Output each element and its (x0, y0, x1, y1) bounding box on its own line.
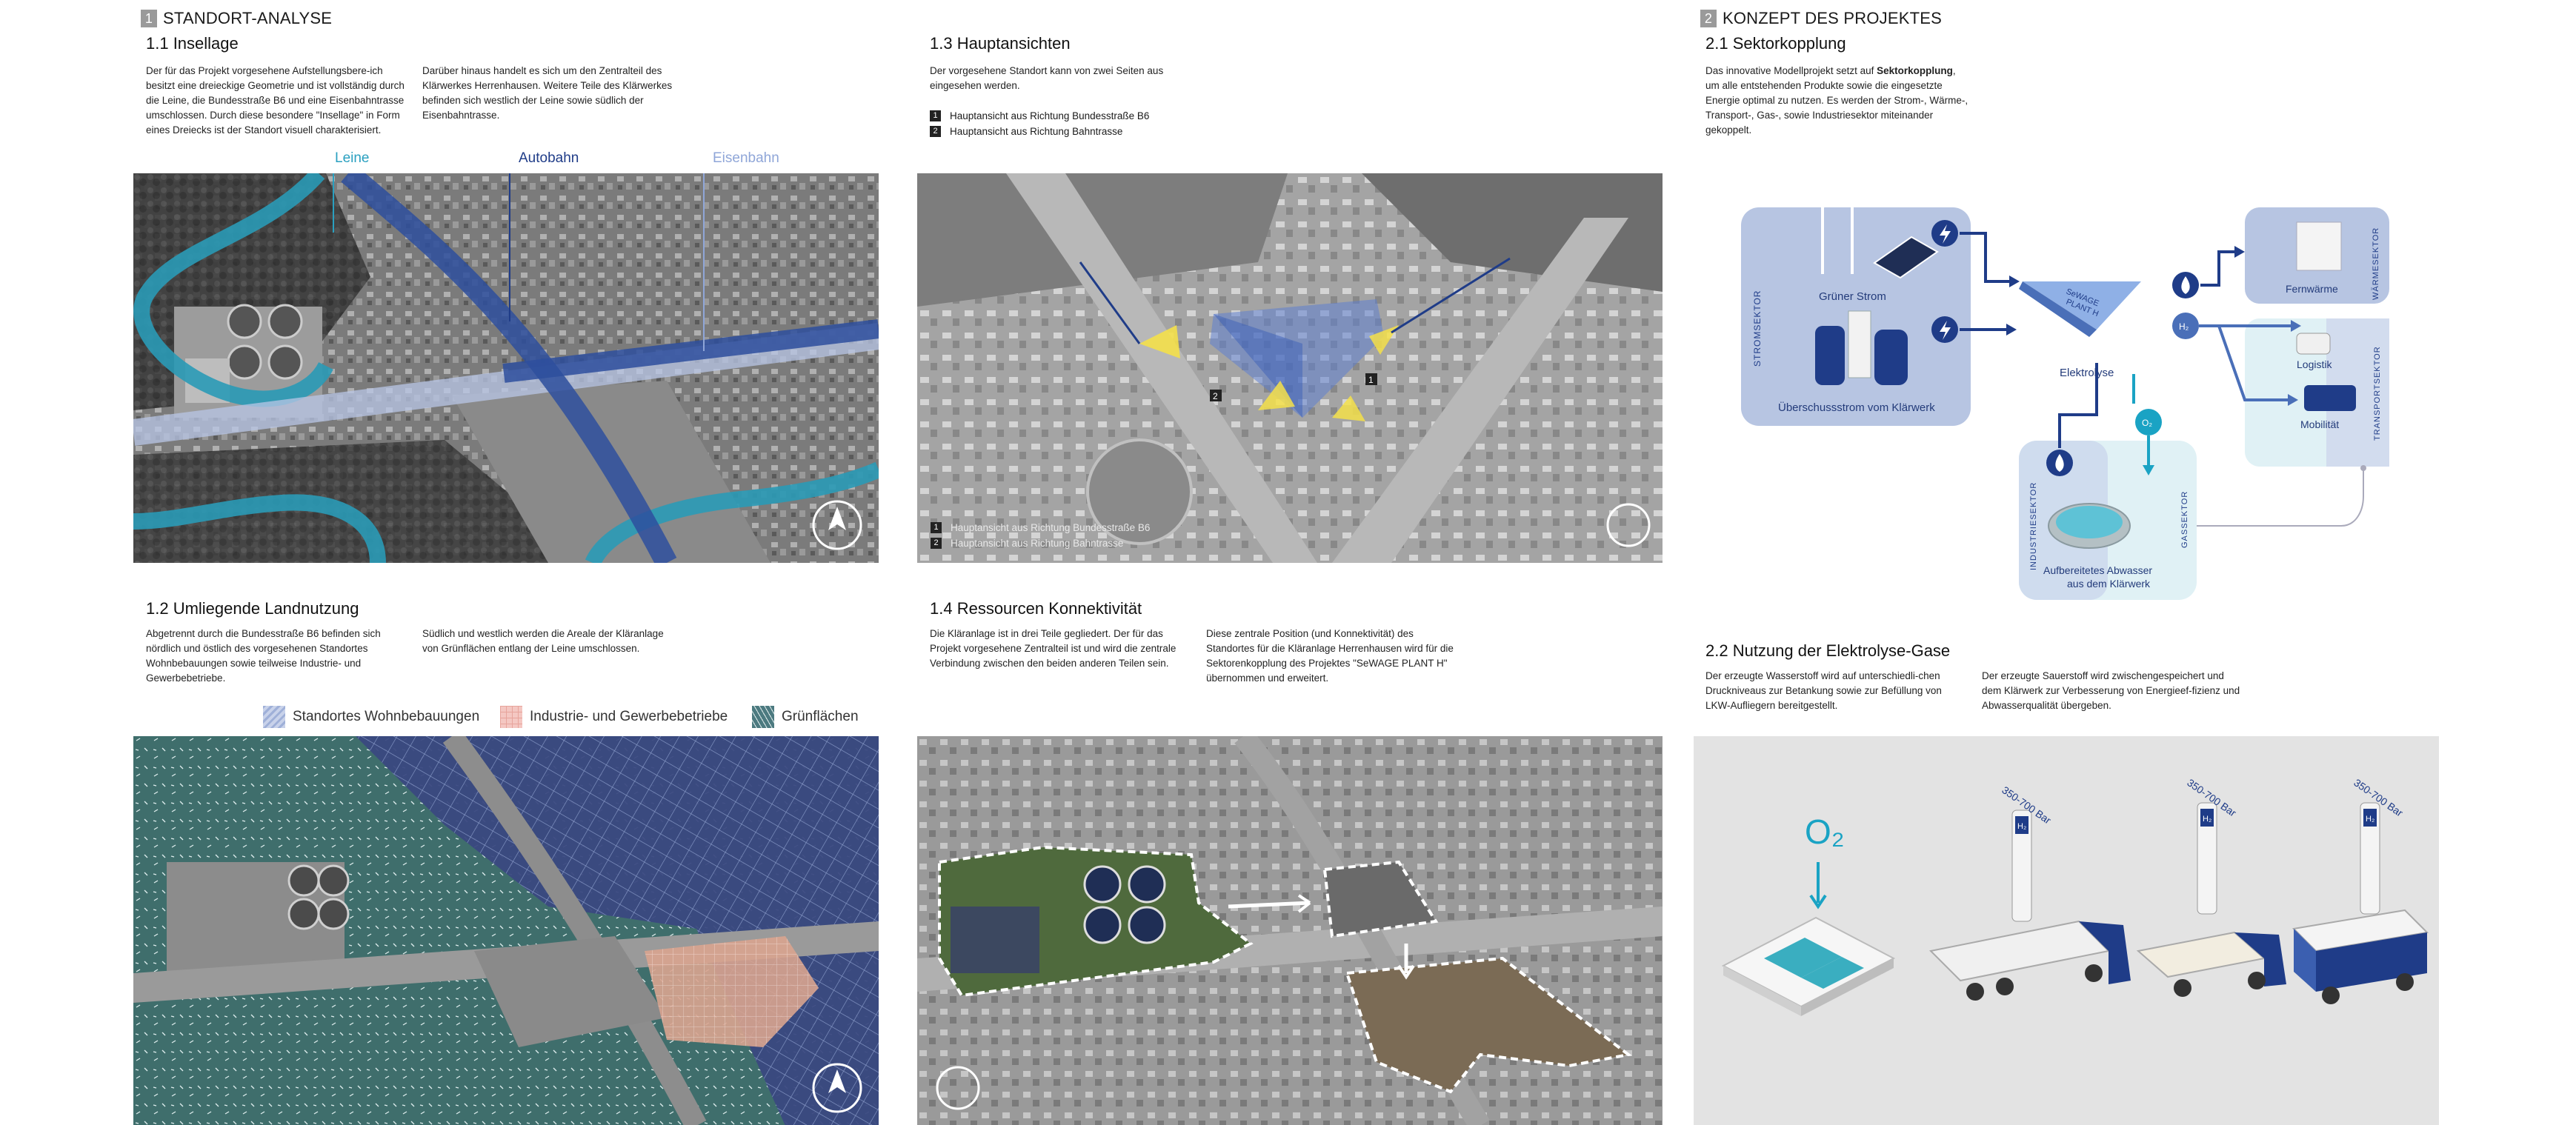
view-number: 1 (930, 110, 941, 121)
label-o2: O₂ (2142, 418, 2152, 428)
text-2-2-col1: Der erzeugte Wasserstoff wird auf unters… (1705, 670, 1942, 711)
section-2-header: 2 KONZEPT DES PROJEKTES (1700, 9, 1942, 28)
view-number: 2 (931, 538, 942, 549)
section-1-header: 1 STANDORT-ANALYSE (141, 9, 332, 28)
view-number: 1 (931, 522, 942, 533)
view-number: 2 (930, 126, 941, 137)
label-waermesektor: WÄRMESEKTOR (2372, 227, 2380, 300)
label-logistik: Logistik (2297, 358, 2332, 370)
view-label: Hauptansicht aus Richtung Bundesstraße B… (950, 110, 1150, 121)
text-part: , um alle entstehenden Produkte sowie di… (1705, 65, 1968, 136)
text-1-2-col2: Südlich und westlich werden die Areale d… (422, 628, 664, 654)
text-1-4-col1: Die Kläranlage ist in drei Teile geglied… (930, 628, 1176, 669)
label-stromsektor: STROMSEKTOR (1752, 290, 1763, 367)
text-2-1: Das innovative Modellprojekt setzt auf S… (1705, 64, 1972, 138)
label-gassektor: GASSEKTOR (2180, 491, 2189, 548)
label-eisenbahn: Eisenbahn (713, 150, 779, 166)
legend-swatch-gruen (752, 706, 774, 728)
sektorkopplung-diagram: STROMSEKTOR Grüner Strom Überschussstrom… (1734, 178, 2400, 607)
label-leine: Leine (335, 150, 370, 166)
label-mobilitaet: Mobilität (2300, 418, 2339, 430)
text-1-1-col1: Der für das Projekt vorgesehene Aufstell… (146, 65, 405, 136)
section-number: 2 (1700, 10, 1717, 27)
view-label: Hauptansicht aus Richtung Bahntrasse (950, 126, 1123, 137)
legend-label: Grünflächen (782, 709, 859, 724)
h2-label-3: H₂ (2366, 815, 2374, 824)
text-part: Das innovative Modellprojekt setzt auf (1705, 65, 1877, 76)
section-number: 1 (141, 10, 157, 27)
label-elektrolyse: Elektrolyse (2060, 367, 2114, 379)
views-list: 1 Hauptansicht aus Richtung Bundesstraße… (930, 108, 1149, 139)
list-item: 2 Hauptansicht aus Richtung Bahntrasse (931, 535, 1150, 551)
legend-gruenflaechen: Grünflächen (752, 706, 859, 728)
label-o2: O₂ (1805, 812, 1845, 851)
label-autobahn: Autobahn (519, 150, 579, 166)
label-gruener-strom: Grüner Strom (1819, 290, 1886, 303)
text-1-1-col2: Darüber hinaus handelt es sich um den Ze… (422, 65, 673, 121)
heading-1-1: 1.1 Insellage (146, 34, 239, 53)
label-transportsektor: TRANSPORTSEKTOR (2373, 346, 2382, 441)
section-title: KONZEPT DES PROJEKTES (1723, 9, 1942, 27)
text-1-4-col2: Diese zentrale Position (und Konnektivit… (1206, 628, 1454, 684)
label-abwasser-1: Aufbereitetes Abwasser (2043, 564, 2152, 576)
heading-2-2: 2.2 Nutzung der Elektrolyse-Gase (1705, 641, 1951, 660)
label-abwasser-2: aus dem Klärwerk (2067, 578, 2151, 590)
list-item: 1 Hauptansicht aus Richtung Bundesstraße… (931, 520, 1150, 535)
text-bold: Sektorkopplung (1877, 65, 1953, 76)
map-konnektivitaet (917, 736, 1663, 1125)
text-2-2-col2: Der erzeugte Sauerstoff wird zwischenges… (1982, 670, 2240, 711)
label-h2: H₂ (2179, 321, 2189, 332)
svg-text:2: 2 (1213, 391, 1218, 401)
heading-1-2: 1.2 Umliegende Landnutzung (146, 599, 359, 618)
label-ueberschuss: Überschussstrom vom Klärwerk (1778, 401, 1935, 414)
legend-industrie: Industrie- und Gewerbebetriebe (500, 706, 728, 728)
legend-swatch-wohn (263, 706, 285, 728)
text-1-3: Der vorgesehene Standort kann von zwei S… (930, 65, 1164, 91)
heading-2-1: 2.1 Sektorkopplung (1705, 34, 1846, 53)
legend-label: Standortes Wohnbebauungen (293, 709, 480, 724)
section-title: STANDORT-ANALYSE (163, 9, 333, 27)
view-label: Hauptansicht aus Richtung Bundesstraße B… (951, 522, 1151, 533)
svg-text:1: 1 (1368, 375, 1374, 385)
text-1-2-col1: Abgetrennt durch die Bundesstraße B6 bef… (146, 628, 381, 684)
h2-label-2: H₂ (2203, 815, 2211, 824)
view-label: Hauptansicht aus Richtung Bahntrasse (951, 538, 1124, 549)
views-list-overlay: 1 Hauptansicht aus Richtung Bundesstraße… (931, 520, 1150, 551)
list-item: 2 Hauptansicht aus Richtung Bahntrasse (930, 124, 1149, 139)
heading-1-4: 1.4 Ressourcen Konnektivität (930, 599, 1142, 618)
label-fernwaerme: Fernwärme (2286, 283, 2338, 295)
map-landnutzung (133, 736, 879, 1125)
map-hauptansichten: 2 1 1 Hauptansicht aus Richtung Bundesst… (917, 173, 1663, 563)
label-industriesektor: INDUSTRIESEKTOR (2029, 482, 2038, 570)
legend-wohnbebauungen: Standortes Wohnbebauungen (263, 706, 479, 728)
map-insellage (133, 173, 879, 563)
heading-1-3: 1.3 Hauptansichten (930, 34, 1071, 53)
panel-elektrolyse-gase: O₂ 350-700 Bar H₂ 350-700 Bar H₂ 350-700… (1694, 736, 2439, 1125)
list-item: 1 Hauptansicht aus Richtung Bundesstraße… (930, 108, 1149, 124)
h2-label-1: H₂ (2017, 822, 2026, 831)
legend-label: Industrie- und Gewerbebetriebe (530, 709, 728, 724)
legend-swatch-industrie (500, 706, 522, 728)
